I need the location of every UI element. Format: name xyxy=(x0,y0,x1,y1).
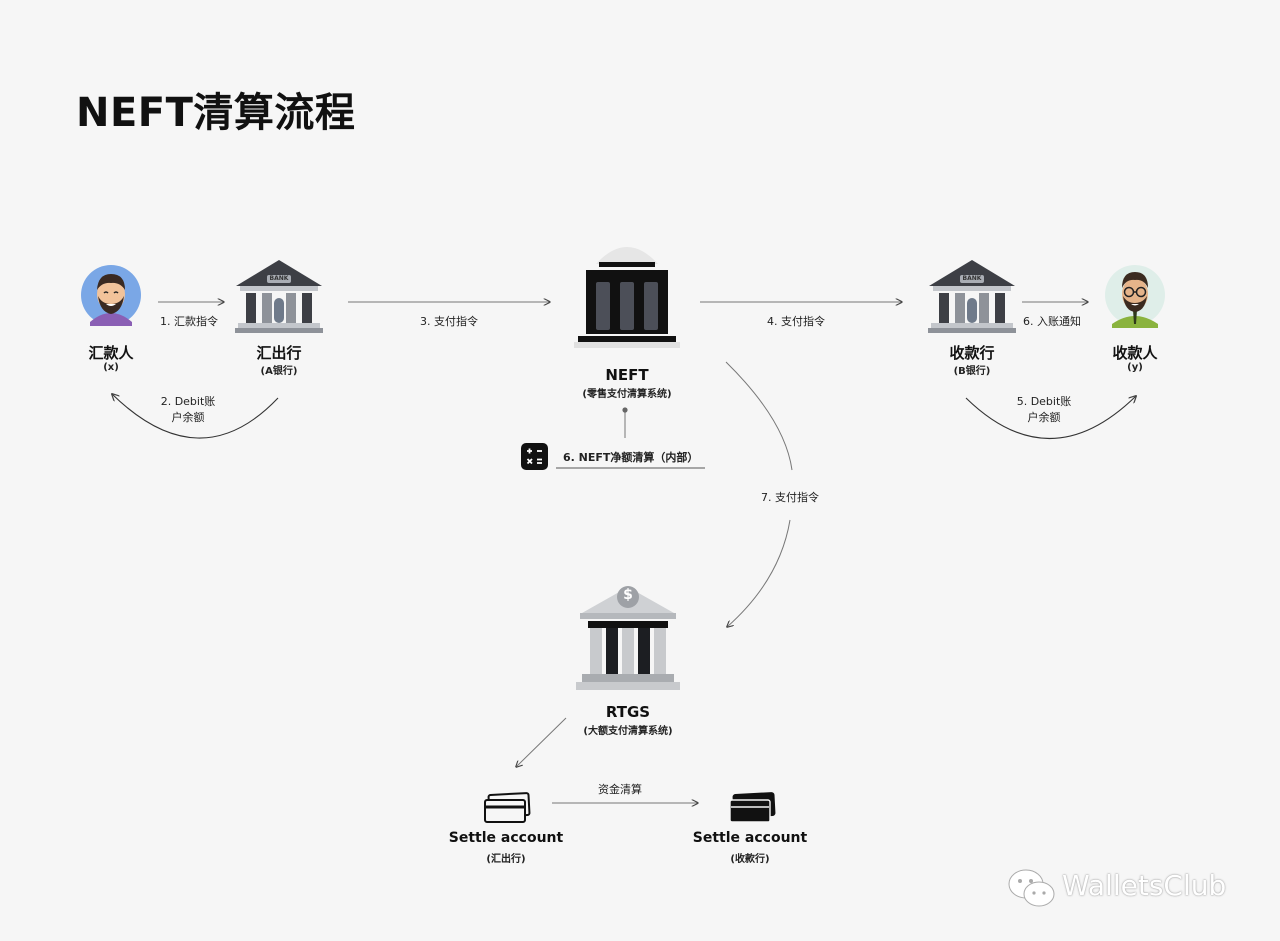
edge-label-debit-b-2: 户余额 xyxy=(1027,411,1061,424)
settle-account-a-label: Settle account xyxy=(448,830,564,846)
sending-bank-icon xyxy=(235,260,323,333)
neft-sub: (零售支付清算系统) xyxy=(582,389,672,400)
settle-account-b-sub: (收款行) xyxy=(730,854,770,865)
sender-avatar-icon xyxy=(81,265,141,326)
sending-bank-label: 汇出行 xyxy=(256,344,302,362)
rtgs-sub: (大额支付清算系统) xyxy=(583,726,673,737)
receiving-bank-sub: (B银行) xyxy=(953,366,991,377)
edge-label-payment-3: 3. 支付指令 xyxy=(420,315,478,328)
neft-building-icon xyxy=(574,247,680,348)
edge-label-remit-instruction: 1. 汇款指令 xyxy=(160,315,218,328)
edge-label-payment-7: 7. 支付指令 xyxy=(761,491,819,504)
curve-debit-b xyxy=(965,396,1136,439)
connector-dot xyxy=(622,407,628,413)
receiver-sub: (y) xyxy=(1127,362,1143,373)
edge-label-payment-4: 4. 支付指令 xyxy=(767,315,825,328)
net-clearing-label: 6. NEFT净额清算（内部） xyxy=(563,451,699,464)
arrow-rtgs-to-settle xyxy=(516,717,567,767)
edge-label-funds-settlement: 资金清算 xyxy=(598,783,642,796)
curve-neft-to-rtgs-bottom xyxy=(727,519,791,627)
settle-account-b-card-icon xyxy=(729,792,776,823)
edge-label-credit-notify: 6. 入账通知 xyxy=(1023,315,1081,328)
curve-neft-to-rtgs-top xyxy=(725,361,793,471)
edge-label-debit-b-1: 5. Debit账 xyxy=(1016,395,1072,408)
receiving-bank-sign: BANK xyxy=(962,275,982,282)
receiver-label: 收款人 xyxy=(1112,344,1158,362)
settle-account-a-sub: (汇出行) xyxy=(486,854,526,865)
rtgs-dollar-symbol: $ xyxy=(623,587,633,603)
receiving-bank-label: 收款行 xyxy=(949,344,995,362)
curve-debit-a xyxy=(112,394,279,439)
sending-bank-sub: (A银行) xyxy=(260,366,298,377)
sender-label: 汇款人 xyxy=(88,344,134,362)
rtgs-label: RTGS xyxy=(605,703,651,721)
page-title: NEFT清算流程 xyxy=(76,90,356,136)
settle-account-a-card-icon xyxy=(484,792,531,823)
neft-label: NEFT xyxy=(605,366,649,384)
wechat-icon xyxy=(1008,869,1055,907)
watermark-text: WalletsClub xyxy=(1062,869,1227,902)
edge-label-debit-a-1: 2. Debit账 xyxy=(160,395,216,408)
receiving-bank-icon xyxy=(928,260,1016,333)
rtgs-building-icon xyxy=(576,586,680,690)
sending-bank-sign: BANK xyxy=(269,275,289,282)
sender-sub: (x) xyxy=(103,362,119,373)
edge-label-debit-a-2: 户余额 xyxy=(171,411,205,424)
calculator-icon xyxy=(521,443,548,470)
receiver-avatar-icon xyxy=(1105,265,1165,328)
settle-account-b-label: Settle account xyxy=(692,830,808,846)
